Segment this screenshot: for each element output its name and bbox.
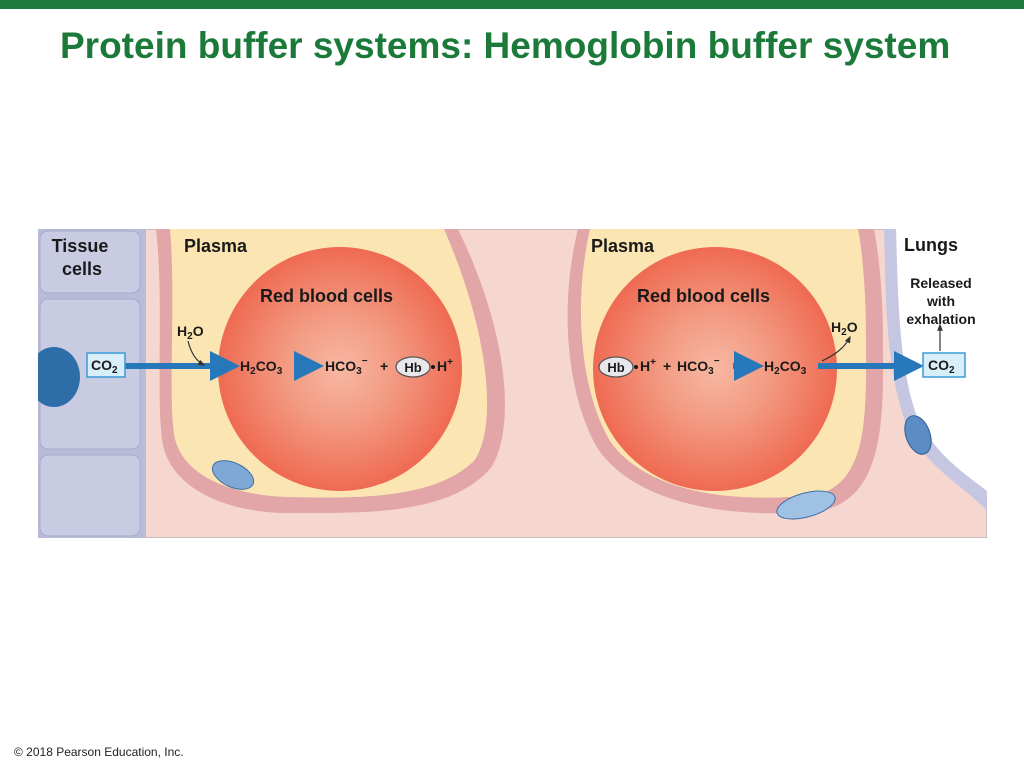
tissue-cells-label-line2: cells <box>62 259 102 279</box>
co2-right-label: CO2 <box>928 357 955 376</box>
co2-box-right <box>922 352 966 378</box>
tissue-nucleus <box>38 347 80 407</box>
red-blood-cell-right <box>593 247 837 491</box>
h2co3-right-label: H2CO3 <box>764 358 807 377</box>
plus-right-label: + <box>663 358 671 374</box>
top-accent-bar <box>0 0 1024 9</box>
released-label-line1: Released <box>910 275 971 291</box>
rbc-label-left: Red blood cells <box>260 286 393 306</box>
hb-left-label: Hb <box>404 360 421 375</box>
plasma-label-right: Plasma <box>591 236 655 256</box>
hemoglobin-buffer-diagram: CO2 CO2 Tissue cells Plasma Red blood ce… <box>38 229 987 538</box>
released-label-line2: with <box>926 293 955 309</box>
plasma-label-left: Plasma <box>184 236 248 256</box>
lungs-label: Lungs <box>904 235 958 255</box>
hb-right-label: Hb <box>607 360 624 375</box>
red-blood-cell-left <box>218 247 462 491</box>
hb-bond-dot-left <box>431 365 435 369</box>
h2o-in-arrow <box>187 340 206 366</box>
hplus-right-label: H+ <box>640 357 656 374</box>
h2o-left-label: H2O <box>177 323 204 342</box>
co2-box-left <box>86 352 126 378</box>
slide-title: Protein buffer systems: Hemoglobin buffe… <box>60 25 951 66</box>
plus-left-label: + <box>380 358 388 374</box>
h2co3-left-label: H2CO3 <box>240 358 283 377</box>
h2o-out-arrow <box>821 335 851 362</box>
h2o-right-label: H2O <box>831 319 858 338</box>
alveolar-nucleus <box>904 415 932 455</box>
hb-oval-left <box>395 356 431 378</box>
released-label-line3: exhalation <box>906 311 975 327</box>
co2-left-label: CO2 <box>91 357 118 376</box>
hco3-left-label: HCO3− <box>325 356 368 377</box>
hb-bond-dot-right <box>634 365 638 369</box>
tissue-cells <box>38 229 146 538</box>
hplus-left-label: H+ <box>437 357 453 374</box>
rbc-label-right: Red blood cells <box>637 286 770 306</box>
endothelial-nucleus-left <box>211 460 255 490</box>
tissue-cells-label-line1: Tissue <box>52 236 109 256</box>
endothelial-nucleus-right <box>776 490 836 520</box>
hb-oval-right <box>598 356 634 378</box>
copyright-footer: © 2018 Pearson Education, Inc. <box>14 745 184 759</box>
hco3-right-label: HCO3− <box>677 356 720 377</box>
